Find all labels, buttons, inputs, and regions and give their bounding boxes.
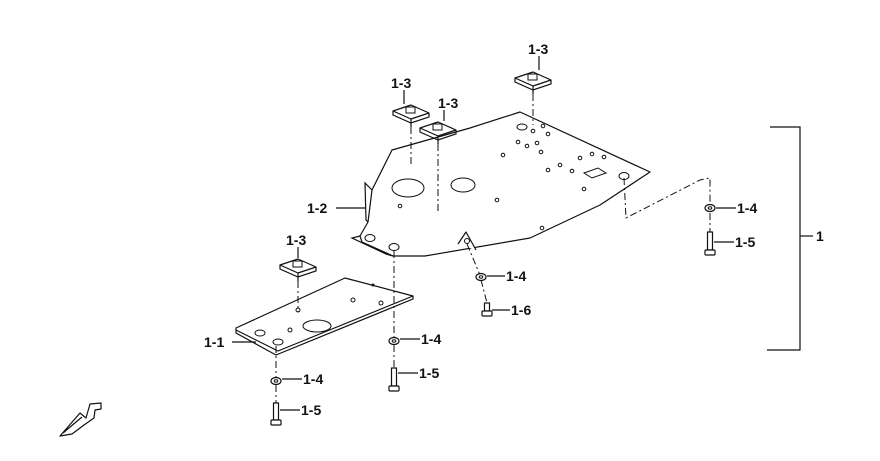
- washer: [704, 203, 716, 213]
- callout-1-3: 1-3: [286, 232, 306, 248]
- callout-1-2: 1-2: [307, 200, 327, 216]
- callout-1-3: 1-3: [528, 41, 548, 57]
- bolt: [388, 367, 400, 392]
- bolt-short: [481, 302, 493, 317]
- clip-nut: [392, 104, 430, 127]
- callout-1-4: 1-4: [506, 268, 526, 284]
- callout-1-4: 1-4: [737, 200, 757, 216]
- assembly-label: 1: [816, 228, 824, 244]
- callout-1-3: 1-3: [391, 75, 411, 91]
- callout-1-5: 1-5: [735, 234, 755, 250]
- skid-plate-front: [235, 277, 414, 356]
- bolt: [704, 231, 716, 256]
- washer: [270, 376, 282, 386]
- clip-nut: [279, 258, 317, 281]
- callout-1-3: 1-3: [438, 95, 458, 111]
- callout-1-5: 1-5: [419, 365, 439, 381]
- washer: [475, 272, 487, 282]
- assembly-bracket: [767, 126, 813, 351]
- plate-opening: [302, 319, 332, 333]
- bolt: [270, 402, 282, 426]
- assembly-centerlines: [275, 94, 711, 403]
- plate-opening: [391, 178, 425, 198]
- washer: [388, 336, 400, 346]
- plate-opening: [450, 177, 476, 193]
- callout-1-4: 1-4: [421, 331, 441, 347]
- leader-lines: [232, 56, 736, 411]
- callout-1-5: 1-5: [301, 402, 321, 418]
- front-direction-icon: [59, 402, 102, 437]
- callout-1-6: 1-6: [511, 302, 531, 318]
- clip-nut: [419, 121, 457, 144]
- clip-nut: [514, 71, 552, 94]
- callout-1-1: 1-1: [204, 334, 224, 350]
- callout-1-4: 1-4: [303, 371, 323, 387]
- skid-plate-main: [350, 111, 651, 257]
